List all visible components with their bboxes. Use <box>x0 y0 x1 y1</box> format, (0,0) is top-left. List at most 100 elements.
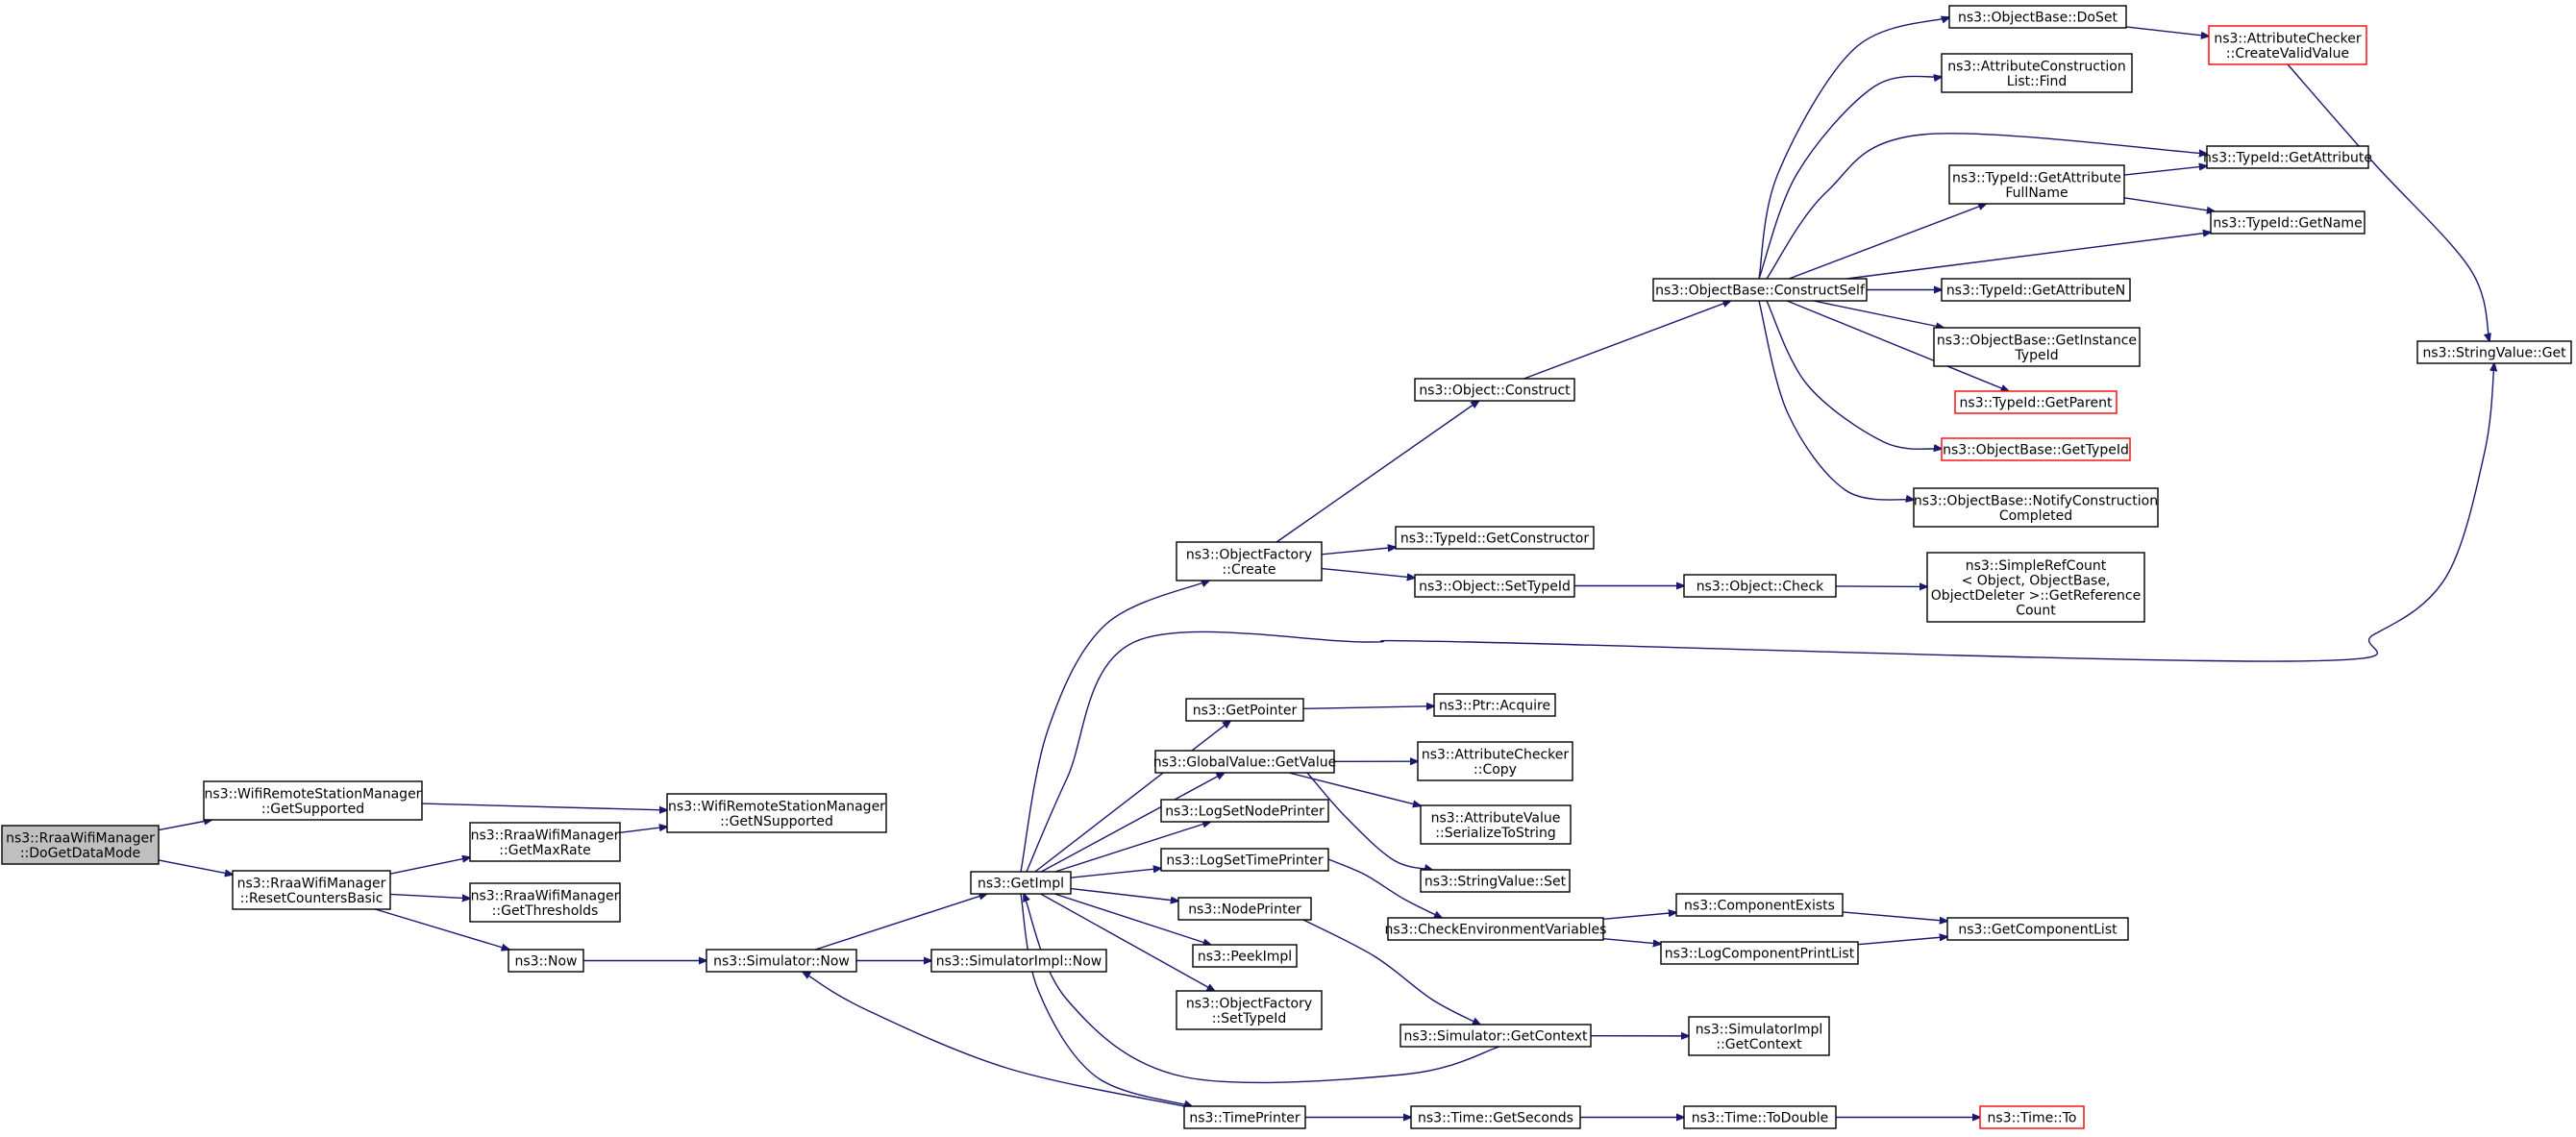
node-ob_gettypeid[interactable]: ns3::ObjectBase::GetTypeId <box>1941 437 2131 461</box>
node-box <box>1160 799 1329 823</box>
node-box <box>1683 574 1837 598</box>
node-label-line: ns3::SimpleRefCount <box>1966 558 2107 574</box>
edge-ac_createvalidvalue-to-sv_get <box>2287 63 2489 341</box>
node-obj_check[interactable]: ns3::Object::Check <box>1683 574 1837 598</box>
edge-getimpl-to-of_create <box>1020 581 1209 873</box>
node-simplerefcount[interactable]: ns3::SimpleRefCount< Object, ObjectBase,… <box>1926 552 2145 623</box>
node-box <box>1941 53 2133 93</box>
node-label-line: ::ResetCountersBasic <box>240 891 384 906</box>
node-label-line: ns3::Time::To <box>1988 1111 2077 1126</box>
edge-ob_constructself-to-ob_doset <box>1758 17 1949 280</box>
node-box <box>666 793 887 833</box>
node-nodeprinter[interactable]: ns3::NodePrinter <box>1177 897 1312 921</box>
node-label-line: ObjectDeleter >::GetReference <box>1931 588 2141 604</box>
node-rraa_getmaxrate[interactable]: ns3::RraaWifiManager::GetMaxRate <box>469 822 621 862</box>
node-tid_getconstructor[interactable]: ns3::TypeId::GetConstructor <box>1395 526 1595 550</box>
node-timeprinter[interactable]: ns3::TimePrinter <box>1183 1105 1306 1129</box>
node-time_todouble[interactable]: ns3::Time::ToDouble <box>1683 1105 1837 1129</box>
node-now[interactable]: ns3::Now <box>508 949 584 973</box>
edge-getimpl-to-of_settypeid <box>1040 893 1215 991</box>
node-label-line: ns3::Time::GetSeconds <box>1418 1111 1573 1126</box>
node-obj_construct[interactable]: ns3::Object::Construct <box>1414 378 1575 402</box>
node-label-line: ns3::AttributeConstruction <box>1947 59 2125 74</box>
node-getcomponentlist[interactable]: ns3::GetComponentList <box>1946 917 2129 941</box>
node-box <box>1185 698 1304 722</box>
node-ac_createvalidvalue[interactable]: ns3::AttributeChecker::CreateValidValue <box>2208 25 2367 65</box>
node-label-line: ns3::Simulator::GetContext <box>1403 1029 1588 1045</box>
node-getimpl[interactable]: ns3::GetImpl <box>970 871 1072 895</box>
node-label-line: ns3::ObjectBase::GetInstance <box>1937 333 2137 348</box>
node-box <box>1395 526 1595 550</box>
node-time_getseconds[interactable]: ns3::Time::GetSeconds <box>1410 1105 1581 1129</box>
node-simimpl_getcontext[interactable]: ns3::SimulatorImpl::GetContext <box>1688 1016 1830 1056</box>
node-box <box>1414 574 1575 598</box>
node-label-line: ns3::LogSetTimePrinter <box>1166 853 1324 869</box>
node-sv_set[interactable]: ns3::StringValue::Set <box>1420 869 1571 893</box>
node-ob_doset[interactable]: ns3::ObjectBase::DoSet <box>1948 5 2127 29</box>
node-label-line: ns3::ObjectFactory <box>1186 547 1312 562</box>
edge-sim_now-to-getimpl <box>815 894 986 951</box>
node-label-line: ns3::TypeId::GetAttributeN <box>1946 284 2125 299</box>
node-av_serialize[interactable]: ns3::AttributeValue::SerializeToString <box>1420 804 1572 845</box>
node-box <box>706 949 857 973</box>
nodes-layer: ns3::RraaWifiManager::DoGetDataModens3::… <box>1 5 2572 1129</box>
node-box <box>1979 1105 2085 1129</box>
node-label-line: ns3::Object::Check <box>1697 580 1824 595</box>
edge-rraa_reset-to-now <box>375 908 508 950</box>
node-label-line: ns3::AttributeValue <box>1431 810 1561 826</box>
node-of_settypeid[interactable]: ns3::ObjectFactory::SetTypeId <box>1176 990 1323 1030</box>
node-label-line: ns3::Simulator::Now <box>713 954 850 970</box>
edge-rraa_reset-to-rraa_getthresholds <box>389 893 470 898</box>
node-label-line: ::GetContext <box>1716 1037 1802 1052</box>
node-ac_copy[interactable]: ns3::AttributeChecker::Copy <box>1417 741 1573 781</box>
node-logsetnodeprinter[interactable]: ns3::LogSetNodePrinter <box>1160 799 1329 823</box>
node-box <box>1410 1105 1581 1129</box>
node-wrsm_getnsupported[interactable]: ns3::WifiRemoteStationManager::GetNSuppo… <box>666 793 887 833</box>
node-wrsm_getsupported[interactable]: ns3::WifiRemoteStationManager::GetSuppor… <box>203 780 423 821</box>
edge-gv_getvalue-to-sv_set <box>1306 772 1432 870</box>
node-rraa_getthresholds[interactable]: ns3::RraaWifiManager::GetThresholds <box>469 882 621 923</box>
node-ob_constructself[interactable]: ns3::ObjectBase::ConstructSelf <box>1652 278 1868 302</box>
node-checkenv[interactable]: ns3::CheckEnvironmentVariables <box>1385 917 1607 941</box>
node-tid_getattributen[interactable]: ns3::TypeId::GetAttributeN <box>1941 278 2131 302</box>
node-box <box>1675 893 1844 917</box>
node-label-line: ns3::GlobalValue::GetValue <box>1153 755 1336 771</box>
node-label-line: ns3::TypeId::GetName <box>2213 216 2362 232</box>
node-of_create[interactable]: ns3::ObjectFactory::Create <box>1176 541 1323 581</box>
node-tid_getparent[interactable]: ns3::TypeId::GetParent <box>1954 390 2118 414</box>
node-gv_getvalue[interactable]: ns3::GlobalValue::GetValue <box>1153 750 1336 774</box>
node-sim_now[interactable]: ns3::Simulator::Now <box>706 949 857 973</box>
node-box <box>1417 741 1573 781</box>
node-peekimpl[interactable]: ns3::PeekImpl <box>1192 944 1298 968</box>
node-sv_get[interactable]: ns3::StringValue::Get <box>2416 340 2572 364</box>
node-ob_notifycc[interactable]: ns3::ObjectBase::NotifyConstructionCompl… <box>1913 487 2159 528</box>
node-rraa_reset[interactable]: ns3::RraaWifiManager::ResetCountersBasic <box>232 870 391 910</box>
edge-ob_constructself-to-ob_getinstancetypeid <box>1813 300 1944 328</box>
node-logsettimeprinter[interactable]: ns3::LogSetTimePrinter <box>1160 848 1329 872</box>
node-tid_getattribute[interactable]: ns3::TypeId::GetAttribute <box>2203 145 2372 169</box>
node-box <box>1926 552 2145 623</box>
node-label-line: ns3::StringValue::Set <box>1424 875 1567 890</box>
node-obj_settypeid[interactable]: ns3::Object::SetTypeId <box>1414 574 1575 598</box>
edge-checkenv-to-componentexists <box>1602 912 1676 920</box>
node-box <box>1399 1024 1592 1048</box>
node-label-line: ns3::StringValue::Get <box>2422 346 2566 361</box>
node-simimpl_now[interactable]: ns3::SimulatorImpl::Now <box>930 949 1107 973</box>
node-ptr_acquire[interactable]: ns3::Ptr::Acquire <box>1433 693 1556 717</box>
node-label-line: ns3::WifiRemoteStationManager <box>205 786 422 802</box>
node-logcompprintlist[interactable]: ns3::LogComponentPrintList <box>1660 941 1859 965</box>
node-getpointer[interactable]: ns3::GetPointer <box>1185 698 1304 722</box>
node-time_to[interactable]: ns3::Time::To <box>1979 1105 2085 1129</box>
node-box <box>1183 1105 1306 1129</box>
node-label-line: ::GetMaxRate <box>499 843 590 858</box>
node-sim_getcontext[interactable]: ns3::Simulator::GetContext <box>1399 1024 1592 1048</box>
node-tid_getname[interactable]: ns3::TypeId::GetName <box>2210 210 2365 235</box>
node-box <box>1154 750 1335 774</box>
edge-ob_constructself-to-tid_getattribute <box>1766 133 2207 280</box>
node-label-line: ns3::PeekImpl <box>1198 950 1292 965</box>
node-componentexists[interactable]: ns3::ComponentExists <box>1675 893 1844 917</box>
edge-getimpl-to-timeprinter <box>1020 893 1192 1106</box>
